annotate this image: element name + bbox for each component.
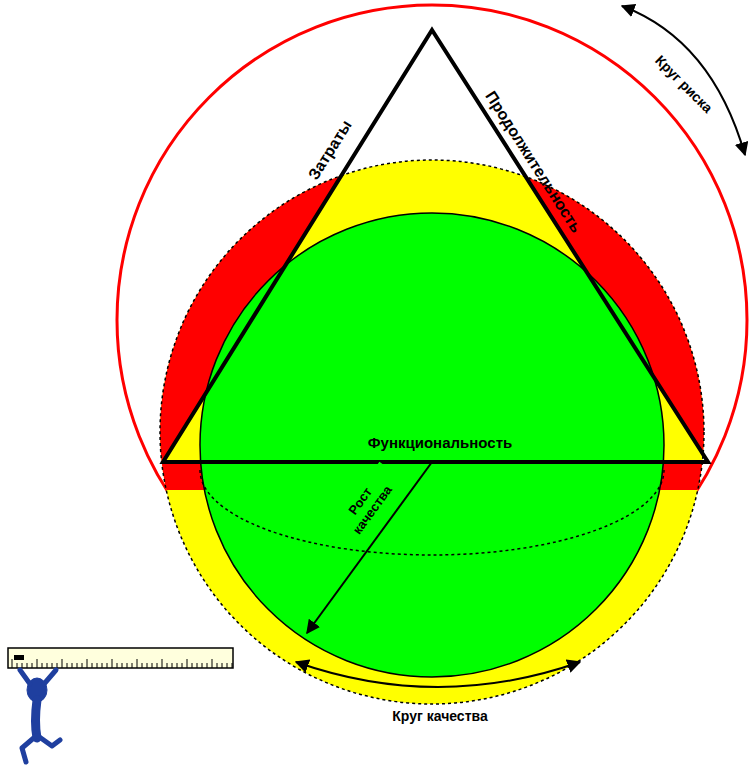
ruler-tick xyxy=(197,663,198,668)
ruler-tick xyxy=(122,663,123,668)
ruler-tick xyxy=(82,663,83,668)
quality-outline xyxy=(160,160,704,704)
quality-circle-label: Круг качества xyxy=(392,708,487,724)
ruler-tick xyxy=(57,663,58,668)
ruler-tick xyxy=(162,659,163,668)
ruler-tick xyxy=(12,659,13,668)
ruler-tick xyxy=(147,663,148,668)
ruler-tick xyxy=(157,663,158,668)
ruler-tick xyxy=(187,659,188,668)
ruler-tick xyxy=(137,659,138,668)
ruler-tick xyxy=(22,663,23,668)
ruler-tick xyxy=(52,663,53,668)
ruler-tick xyxy=(172,663,173,668)
ruler-tick xyxy=(27,663,28,668)
ruler-tick xyxy=(107,663,108,668)
ruler-tick xyxy=(62,659,63,668)
ruler-tick xyxy=(97,663,98,668)
ruler-ticks xyxy=(12,659,232,668)
sphere-back-edge xyxy=(200,470,664,555)
ruler-tick xyxy=(32,663,33,668)
ruler-tick xyxy=(167,663,168,668)
ruler xyxy=(8,648,233,668)
ruler-tick xyxy=(42,663,43,668)
ruler-tick xyxy=(222,663,223,668)
ruler-mark xyxy=(14,655,24,660)
ruler-tick xyxy=(117,663,118,668)
ruler-tick xyxy=(207,663,208,668)
ruler-tick xyxy=(92,663,93,668)
ruler-tick xyxy=(212,659,213,668)
ruler-tick xyxy=(132,663,133,668)
base-label: Функциональность xyxy=(368,434,512,451)
ruler-tick xyxy=(182,663,183,668)
ruler-tick xyxy=(142,663,143,668)
quality-arc-arrow xyxy=(296,662,580,687)
ruler-tick xyxy=(217,663,218,668)
ruler-tick xyxy=(47,663,48,668)
ruler-tick xyxy=(72,663,73,668)
ruler-tick xyxy=(37,659,38,668)
growth-arrow xyxy=(307,462,432,633)
ruler-tick xyxy=(77,663,78,668)
ruler-tick xyxy=(227,663,228,668)
ruler-tick xyxy=(152,663,153,668)
ruler-tick xyxy=(67,663,68,668)
ruler-tick xyxy=(112,659,113,668)
ruler-tick xyxy=(232,663,233,668)
ruler-tick xyxy=(192,663,193,668)
ruler-tick xyxy=(177,663,178,668)
risk-arc-arrow xyxy=(622,6,745,155)
ruler-tick xyxy=(17,663,18,668)
ruler-tick xyxy=(202,663,203,668)
ruler-tick xyxy=(127,663,128,668)
project-triangle xyxy=(163,30,708,462)
ruler-tick xyxy=(102,663,103,668)
ruler-tick xyxy=(87,659,88,668)
man-figure xyxy=(20,670,60,762)
